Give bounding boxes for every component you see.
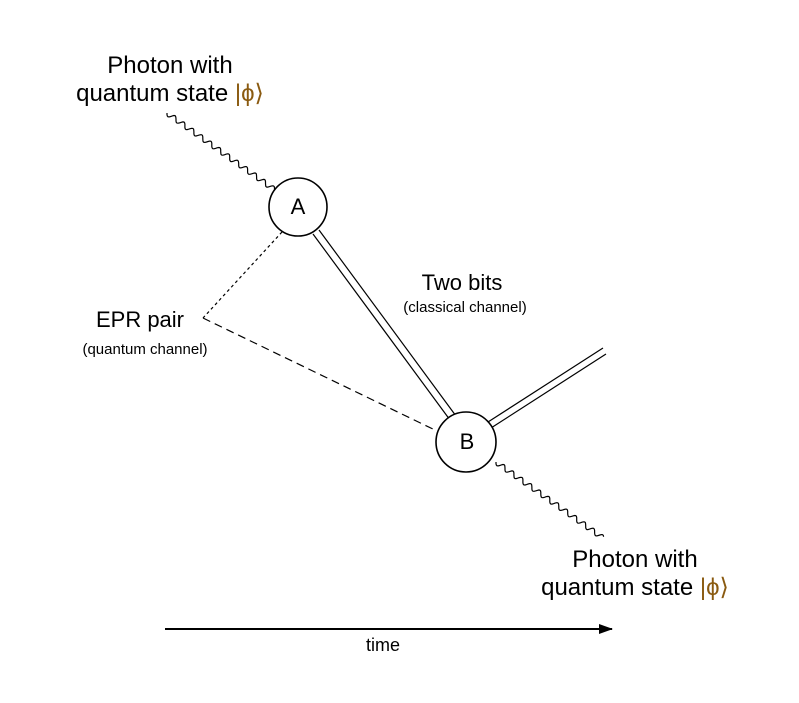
bottom-photon-line1: Photon with — [572, 546, 698, 573]
classical-subtitle: (classical channel) — [403, 299, 527, 316]
time-label: time — [365, 635, 401, 655]
top-photon-line2: quantum state — [76, 80, 235, 107]
outgoing-double-line — [487, 347, 607, 429]
classical-title: Two bits — [421, 270, 503, 295]
top-photon-label: Photon with quantum state |ϕ⟩ — [76, 52, 264, 108]
bottom-photon-state: |ϕ⟩ — [699, 574, 729, 601]
node-b-label: B — [459, 429, 475, 454]
top-photon-state: |ϕ⟩ — [234, 80, 264, 107]
bottom-photon-label: Photon with quantum state |ϕ⟩ — [541, 546, 729, 602]
photon-wave-out — [495, 462, 605, 537]
top-photon-line1: Photon with — [107, 52, 233, 79]
node-a-circle — [268, 177, 328, 237]
node-a-label: A — [290, 194, 306, 219]
node-b-circle — [435, 411, 497, 473]
quantum-subtitle: (quantum channel) — [82, 341, 208, 358]
quantum-title: EPR pair — [95, 307, 185, 332]
classical-channel-line — [312, 229, 457, 421]
photon-wave-in — [166, 113, 276, 190]
bottom-photon-line2: quantum state — [541, 574, 700, 601]
epr-link-b — [202, 317, 438, 432]
epr-link-a — [202, 231, 283, 319]
